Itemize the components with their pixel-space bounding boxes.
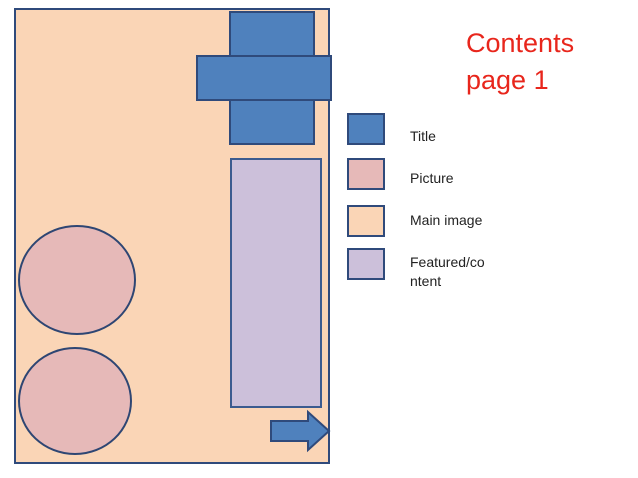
legend-swatch-main-image: [347, 205, 385, 237]
picture-circle-bottom: [18, 347, 132, 455]
arrow-right-icon: [270, 409, 331, 453]
legend-label-title: Title: [410, 128, 436, 144]
legend-label-featured-content: Featured/co ntent: [410, 253, 485, 291]
featured-content-block: [230, 158, 322, 408]
legend-label-main-image: Main image: [410, 212, 483, 228]
picture-circle-top: [18, 225, 136, 335]
legend-label-featured-content-line-2: ntent: [410, 273, 442, 289]
title-block-middle: [196, 55, 332, 101]
title-block-top: [229, 11, 315, 58]
title-block-bottom: [229, 99, 315, 145]
page-heading-line-2: page 1: [466, 65, 549, 95]
legend-label-picture: Picture: [410, 170, 454, 186]
legend-swatch-title: [347, 113, 385, 145]
page-heading-line-1: Contents: [466, 28, 575, 58]
legend-swatch-featured-content: [347, 248, 385, 280]
legend-label-featured-content-line-1: Featured/co: [410, 254, 485, 270]
legend-swatch-picture: [347, 158, 385, 190]
